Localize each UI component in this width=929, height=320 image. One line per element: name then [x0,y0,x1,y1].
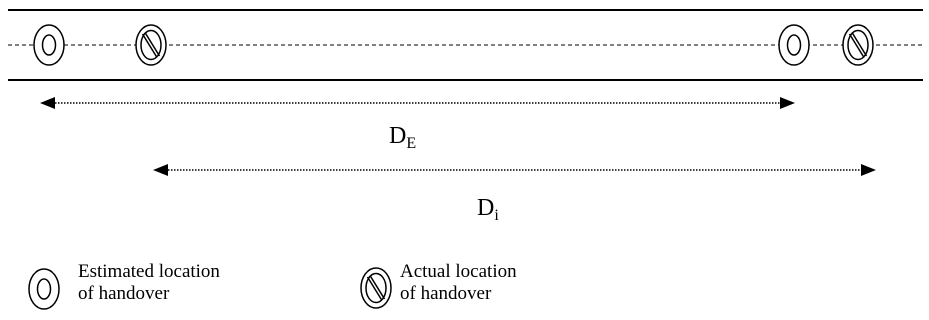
actual-distance-label: Di [477,195,499,224]
legend-actual-line2: of handover [400,283,492,304]
actual-distance-subscript: i [494,207,499,224]
legend-actual-text: Actual location of handover [400,261,517,305]
legend-estimated-line2: of handover [78,283,170,304]
legend-estimated-line1: Estimated location [78,261,220,282]
legend-actual-icon [360,267,392,309]
estimated-handover-icon [778,24,810,66]
legend-estimated-icon [28,268,60,310]
actual-handover-icon [842,24,874,66]
estimated-distance-subscript: E [406,135,417,152]
actual-handover-icon [135,24,167,66]
actual-distance-base: D [477,195,495,221]
estimated-handover-icon [33,24,65,66]
actual-distance-arrow [153,164,876,176]
estimated-distance-base: D [389,123,407,149]
legend-estimated-text: Estimated location of handover [78,261,220,305]
legend-actual-line1: Actual location [400,261,517,282]
estimated-distance-label: DE [389,123,416,152]
estimated-distance-arrow [40,97,795,109]
